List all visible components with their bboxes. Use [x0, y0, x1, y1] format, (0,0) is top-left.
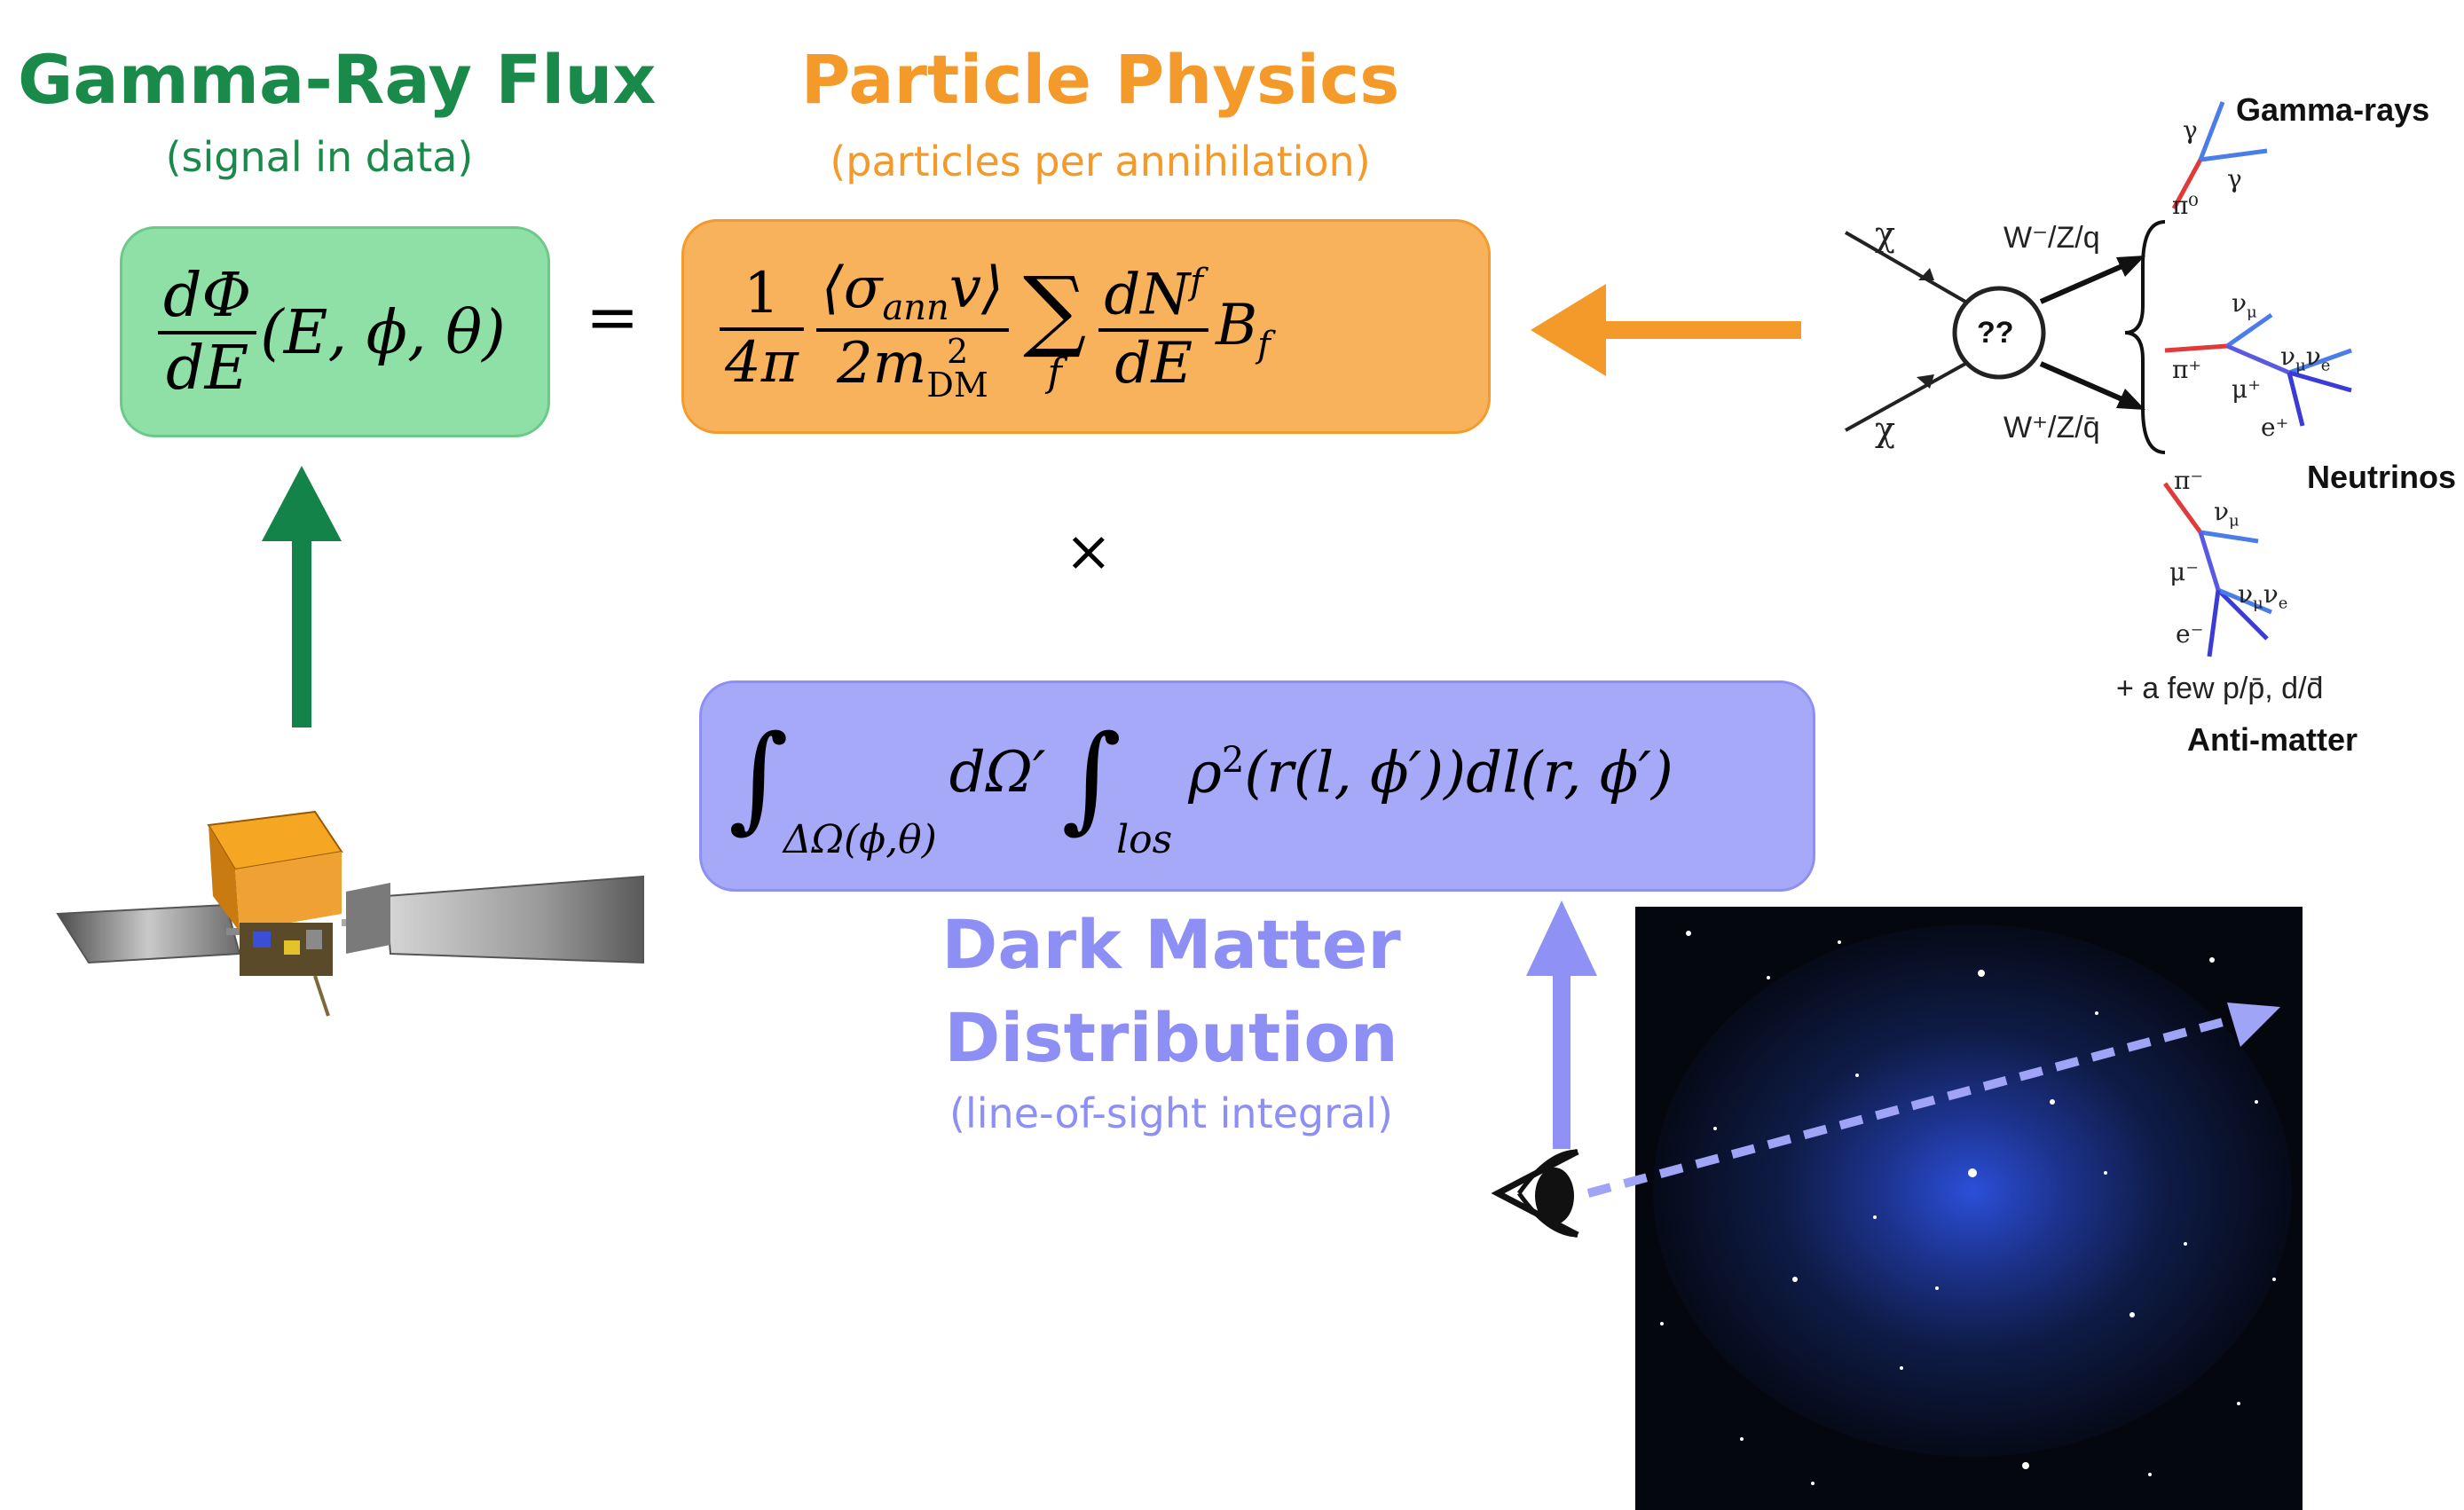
sigma-open: ⟨σ	[821, 256, 883, 322]
dark-matter-integral-box: ∫ ΔΩ(ϕ,θ) dΩ′ ∫ los ρ2(r(l, ϕ′))dl(r, ϕ′…	[699, 680, 1815, 892]
mu-minus-label: μ⁻	[2169, 557, 2199, 586]
e-plus-label: e⁺	[2261, 413, 2289, 442]
particle-physics-title: Particle Physics	[800, 40, 1400, 119]
integral-2-domain: los	[1116, 817, 1173, 862]
antimatter-note-label: + a few p/p̄, d/d̄	[2116, 672, 2324, 705]
prefactor-four-pi: 4π	[725, 330, 799, 396]
dN: dN	[1104, 262, 1191, 328]
dN-superscript: f	[1190, 261, 1204, 303]
dark-matter-title-line2: Distribution	[944, 998, 1398, 1077]
flux-formula-box: dΦ dE (E, ϕ, θ)	[120, 226, 550, 437]
solid-angle-differential: dΩ′	[949, 740, 1046, 806]
w-plus-label: W⁺/Z/q̄	[2003, 411, 2100, 444]
sigma-close: v⟩	[949, 256, 1004, 322]
gamma-1-label: γ	[2183, 115, 2198, 145]
integral-1-domain: ΔΩ(ϕ,θ)	[783, 817, 937, 862]
purple-arrow	[1526, 900, 1597, 1149]
nu-mu-nu-e-2-label: νμνe	[2238, 579, 2288, 613]
lhs-denominator: dE	[166, 334, 249, 404]
vertex-circle	[1952, 286, 2046, 380]
sigma-subscript: ann	[882, 287, 949, 329]
gamma-ray-flux-title: Gamma-Ray Flux	[18, 40, 657, 119]
dark-matter-subtitle: (line-of-sight integral)	[949, 1089, 1393, 1137]
orange-arrow	[1531, 284, 1801, 376]
integral-symbol-1: ∫	[728, 710, 789, 845]
branching-B: B	[1216, 293, 1258, 359]
density-superscript: 2	[1221, 739, 1245, 781]
nu-mu-2-label: νμ	[2214, 497, 2240, 531]
gamma-ray-flux-subtitle: (signal in data)	[165, 133, 474, 181]
dE: dE	[1114, 330, 1193, 397]
sum-index: f	[1047, 350, 1062, 396]
pi-plus-label: π⁺	[2172, 355, 2202, 384]
lhs-arguments: (E, ϕ, θ)	[260, 297, 506, 368]
density-rho: ρ	[1188, 740, 1222, 806]
integral-symbol-2: ∫	[1061, 710, 1122, 845]
dark-matter-title-line1: Dark Matter	[941, 905, 1401, 984]
neutrinos-label: Neutrinos	[2307, 459, 2457, 495]
prefactor-one: 1	[720, 262, 804, 331]
chi-top-label: χ	[1875, 215, 1896, 254]
antimatter-label: Anti-matter	[2187, 721, 2358, 758]
green-arrow	[262, 466, 342, 727]
gamma-rays-label: Gamma-rays	[2236, 91, 2430, 128]
gamma-2-label: γ	[2227, 164, 2242, 193]
mass-subscript: DM	[926, 365, 988, 405]
w-minus-label: W⁻/Z/q	[2003, 221, 2100, 255]
nu-mu-1-label: νμ	[2232, 288, 2257, 322]
integrand: (r(l, ϕ′))dl(r, ϕ′)	[1244, 740, 1673, 806]
particle-physics-subtitle: (particles per annihilation)	[830, 138, 1371, 185]
chi-bottom-label: χ	[1875, 410, 1896, 449]
line-of-sight-arrow	[1586, 1003, 2280, 1198]
e-minus-label: e⁻	[2176, 619, 2204, 649]
pi0-label: π⁰	[2172, 191, 2199, 220]
nu-mu-nu-e-1-label: νμνe	[2280, 342, 2331, 375]
satellite-image	[56, 810, 644, 1017]
mu-plus-label: μ⁺	[2232, 374, 2261, 404]
lhs-numerator: dΦ	[158, 261, 257, 334]
eye-icon	[1491, 1148, 1579, 1239]
times-sign: ×	[1065, 519, 1113, 585]
branching-subscript: f	[1257, 324, 1271, 366]
pi-minus-label: π⁻	[2174, 466, 2204, 495]
equals-sign: =	[586, 279, 640, 354]
vertex-label: ??	[1977, 316, 2014, 350]
sum-symbol: ∑	[1022, 257, 1087, 361]
dark-matter-halo-image	[1635, 907, 2303, 1510]
two-m: 2m	[836, 331, 927, 397]
mass-superscript: 2	[946, 331, 969, 371]
